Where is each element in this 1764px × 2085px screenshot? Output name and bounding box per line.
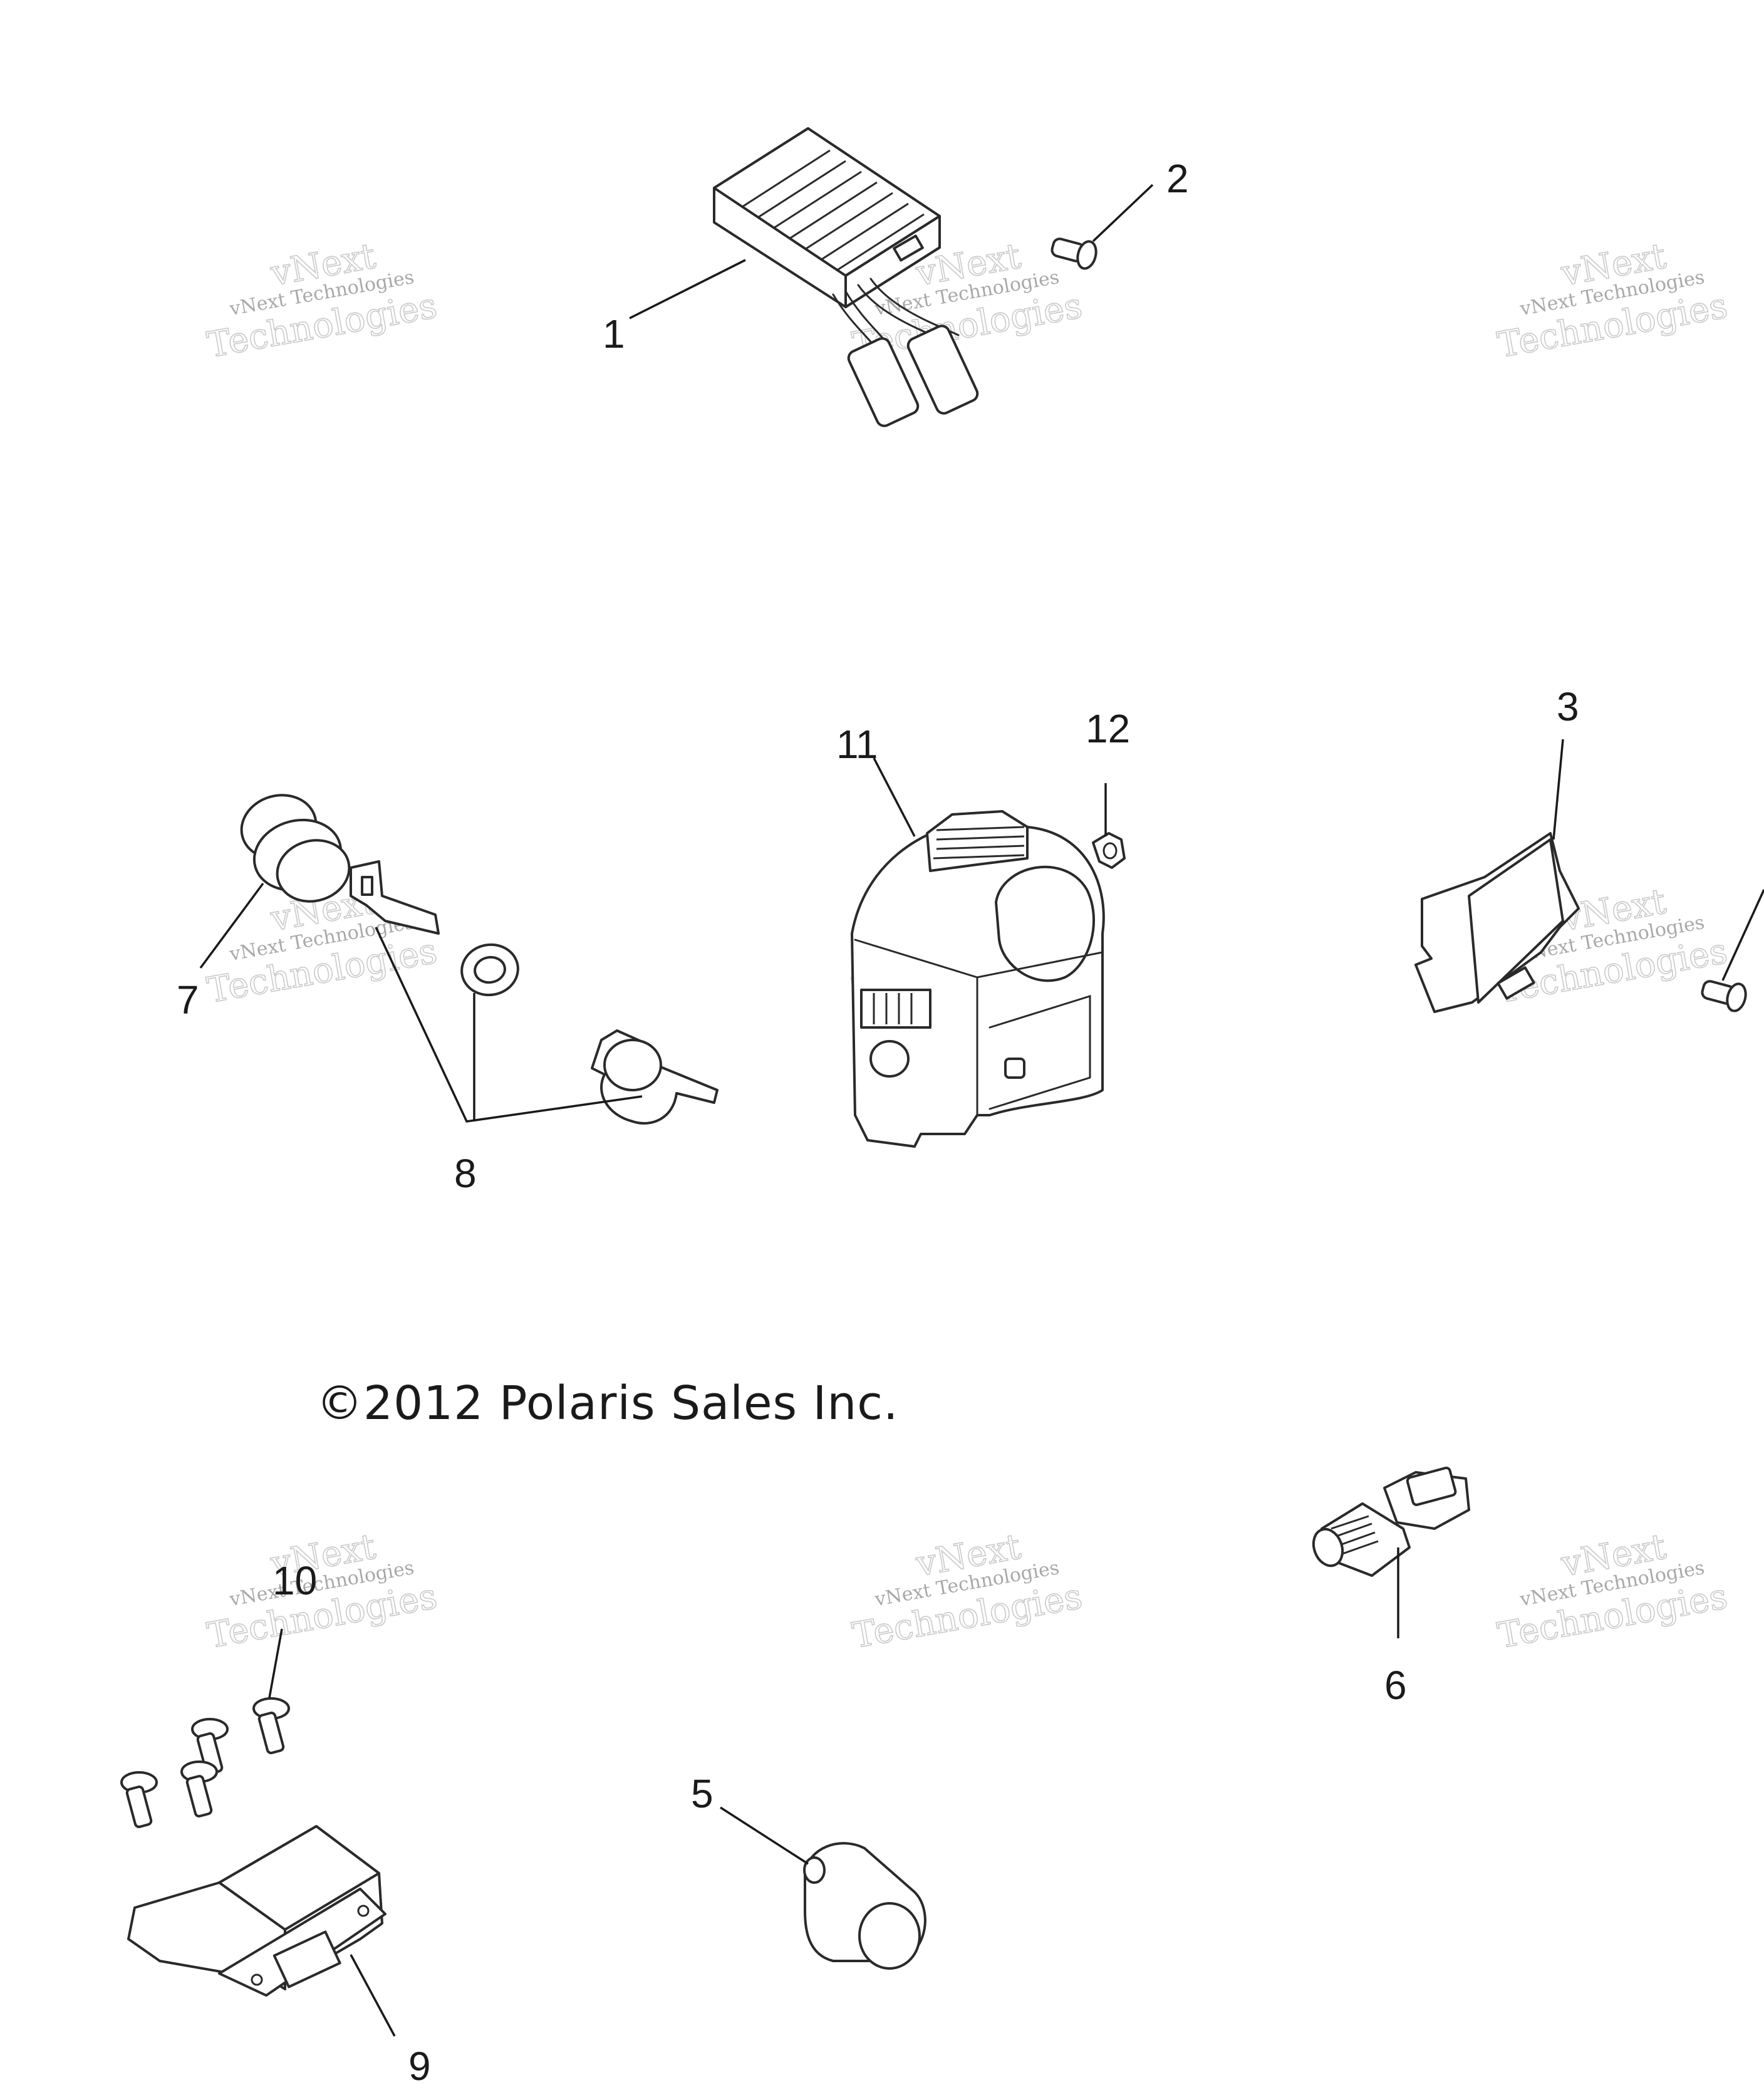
callout-6: 6 bbox=[1384, 1663, 1407, 1708]
part-5-switch-button bbox=[803, 1842, 926, 1970]
callout-7: 7 bbox=[177, 977, 199, 1022]
callout-1: 1 bbox=[603, 311, 625, 356]
watermark-top-right: vNext vNext Technologies Technologies bbox=[1494, 236, 1731, 367]
callout-8: 8 bbox=[454, 1151, 477, 1196]
part-12-nut bbox=[1092, 832, 1126, 869]
leader-line-7 bbox=[199, 882, 264, 969]
callout-12: 12 bbox=[1086, 706, 1130, 751]
screw bbox=[252, 1697, 290, 1754]
part-1-voltage-regulator bbox=[713, 127, 979, 427]
callout-11: 11 bbox=[836, 722, 878, 767]
part-3-screw bbox=[1701, 980, 1747, 1012]
screw bbox=[120, 1771, 158, 1828]
leader-line-9 bbox=[350, 1954, 396, 2037]
callout-3: 3 bbox=[1557, 684, 1579, 729]
leader-line-8a bbox=[375, 927, 643, 1123]
callout-9: 9 bbox=[408, 2044, 431, 2085]
leader-line-5 bbox=[720, 1806, 809, 1865]
copyright-notice: ©2012 Polaris Sales Inc. bbox=[316, 1376, 899, 1430]
leader-line-3b bbox=[1721, 889, 1764, 981]
watermark-bottom-center: vNext vNext Technologies Technologies bbox=[849, 1526, 1086, 1657]
part-2-screw bbox=[1051, 237, 1097, 270]
leader-line-3 bbox=[1552, 739, 1564, 840]
watermark-bottom-right: vNext vNext Technologies Technologies bbox=[1494, 1526, 1731, 1657]
callout-10: 10 bbox=[272, 1558, 317, 1603]
leader-line-1 bbox=[629, 259, 746, 320]
part-9-module-bracket bbox=[127, 1825, 387, 1997]
leader-line-2 bbox=[1092, 184, 1154, 242]
part-10-screws bbox=[120, 1697, 290, 1828]
part-7-cap bbox=[240, 794, 351, 903]
part-11-switch-housing bbox=[851, 810, 1105, 1148]
part-6-temperature-sensor bbox=[1312, 1467, 1470, 1577]
screw bbox=[180, 1760, 218, 1817]
part-3-electronic-module bbox=[1414, 832, 1580, 1013]
leader-line-10 bbox=[268, 1628, 283, 1698]
watermark-top-center: vNext vNext Technologies Technologies bbox=[849, 236, 1086, 367]
leader-line-11 bbox=[873, 757, 916, 837]
watermark-top-left: vNext vNext Technologies Technologies bbox=[204, 236, 440, 367]
callout-5: 5 bbox=[691, 1771, 713, 1816]
callout-2: 2 bbox=[1166, 156, 1189, 201]
